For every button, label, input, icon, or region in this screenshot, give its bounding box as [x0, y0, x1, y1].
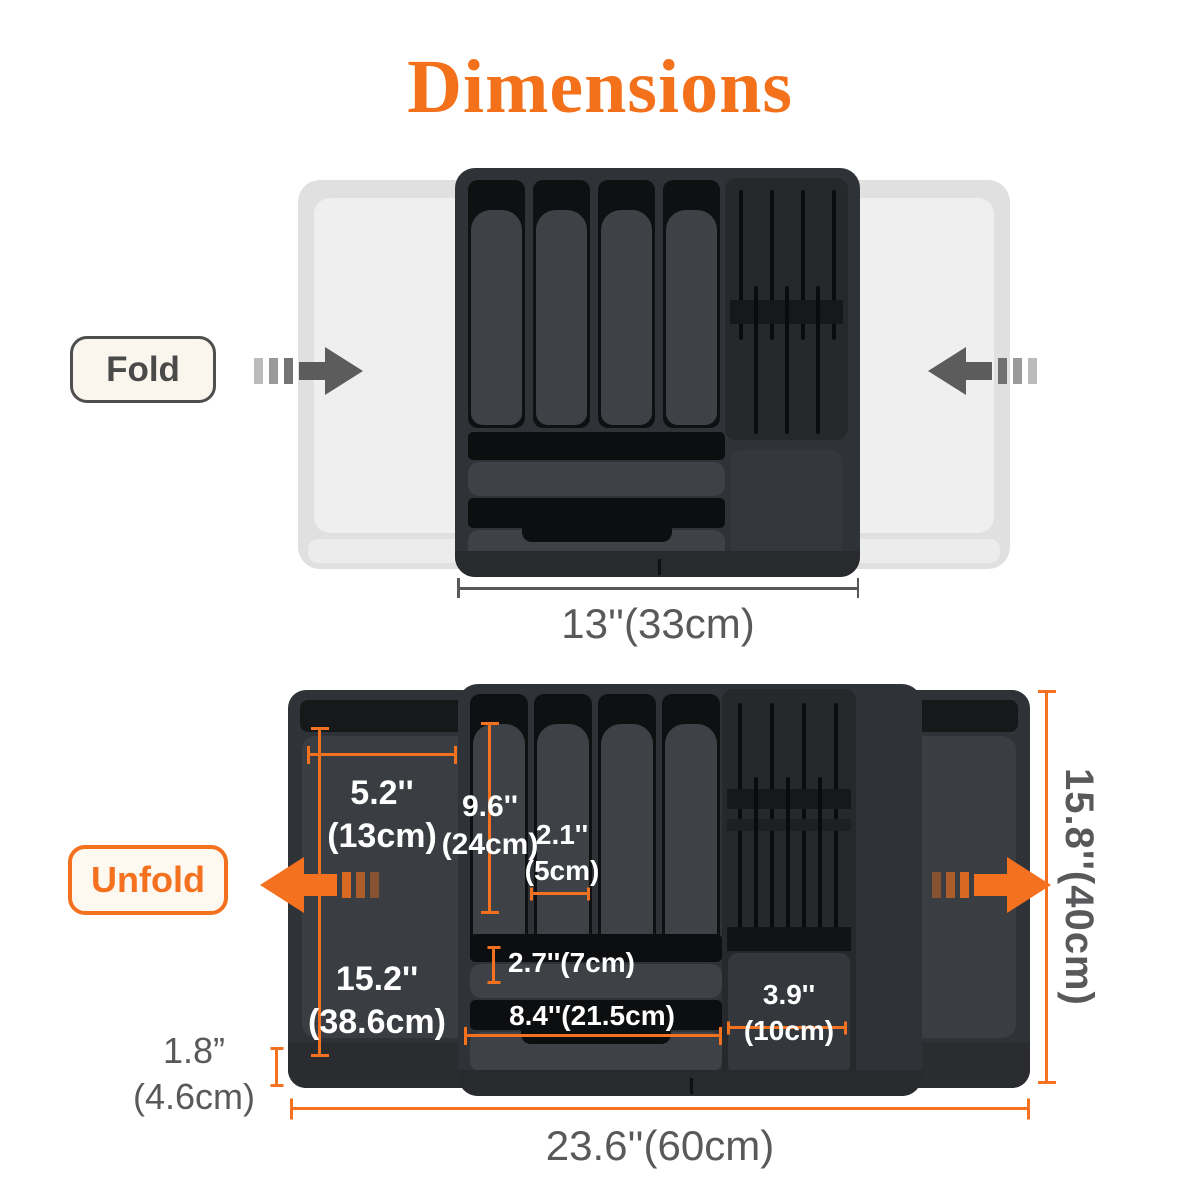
unfold-arrow-outward-left-icon — [260, 857, 379, 913]
unfold-arrow-outward-right-icon — [932, 857, 1051, 913]
slot-width-dim-line — [530, 892, 590, 895]
unfold-badge: Unfold — [68, 845, 228, 915]
mid-compartment-dim-label: 2.7''(7cm) — [508, 947, 635, 978]
compartment-row — [470, 1000, 722, 1030]
fold-width-dim-line — [457, 587, 859, 590]
knife-compartment-dim-label: 3.9''(10cm) — [743, 979, 835, 1046]
cutlery-slot — [534, 694, 592, 950]
fold-badge-label: Fold — [106, 349, 180, 389]
tray-height-dim-label: 1.8”(4.6cm) — [132, 1030, 255, 1117]
cutlery-slot — [468, 180, 525, 428]
compartment-row — [470, 964, 722, 998]
unfold-badge-label: Unfold — [91, 859, 205, 900]
tray-front-face — [455, 551, 860, 577]
page-title: Dimensions — [407, 45, 793, 129]
knife-block — [722, 689, 856, 1081]
knife-compartment-dim-line — [727, 1026, 847, 1029]
slot-width-dim-label: 2.1''(5cm) — [524, 819, 600, 886]
mid-compartment-dim-line — [492, 946, 495, 984]
compartment-row — [470, 1030, 722, 1072]
fold-width-dim-label: 13''(33cm) — [561, 600, 755, 647]
cutlery-slot — [598, 180, 655, 428]
tray-height-dim-line — [275, 1047, 278, 1087]
knife-block-compartment — [731, 450, 842, 562]
compartment-row — [468, 432, 725, 460]
knife-block-compartment — [728, 953, 850, 1075]
unfolded-width-dim-label: 23.6''(60cm) — [545, 1122, 775, 1169]
unfolded-depth-dim-label: 15.8''(40cm) — [1057, 768, 1101, 1006]
unfolded-width-dim-line — [290, 1107, 1030, 1110]
knife-block — [725, 178, 848, 440]
unfolded-depth-dim-line — [1045, 690, 1048, 1084]
compartment-row — [468, 462, 725, 496]
cutlery-slot — [533, 180, 590, 428]
cutlery-slot — [598, 694, 656, 950]
fold-badge: Fold — [70, 336, 216, 403]
cutlery-slot — [470, 694, 528, 950]
fold-arrow-inward-right-icon — [928, 347, 1037, 395]
slot-length-dim-label: 9.6''(24cm) — [441, 790, 539, 861]
compartment-row — [470, 934, 722, 962]
cutlery-slot — [663, 180, 720, 428]
slot-length-dim-line — [488, 722, 491, 914]
panel-width-dim-line — [307, 753, 457, 756]
unfolded-organizer-tray — [458, 684, 922, 1096]
bottom-compartment-dim-line — [464, 1034, 722, 1037]
compartment-row — [468, 498, 725, 528]
folded-organizer-tray — [455, 168, 860, 577]
tray-length-dim-line — [318, 727, 321, 1057]
cutlery-slot — [662, 694, 720, 950]
panel-width-dim-label: 5.2''(13cm) — [327, 774, 437, 855]
tray-front-face — [458, 1070, 922, 1096]
bottom-compartment-dim-label: 8.4''(21.5cm) — [509, 1000, 675, 1031]
tray-length-dim-label: 15.2''(38.6cm) — [308, 960, 446, 1041]
fold-arrow-inward-left-icon — [254, 347, 363, 395]
